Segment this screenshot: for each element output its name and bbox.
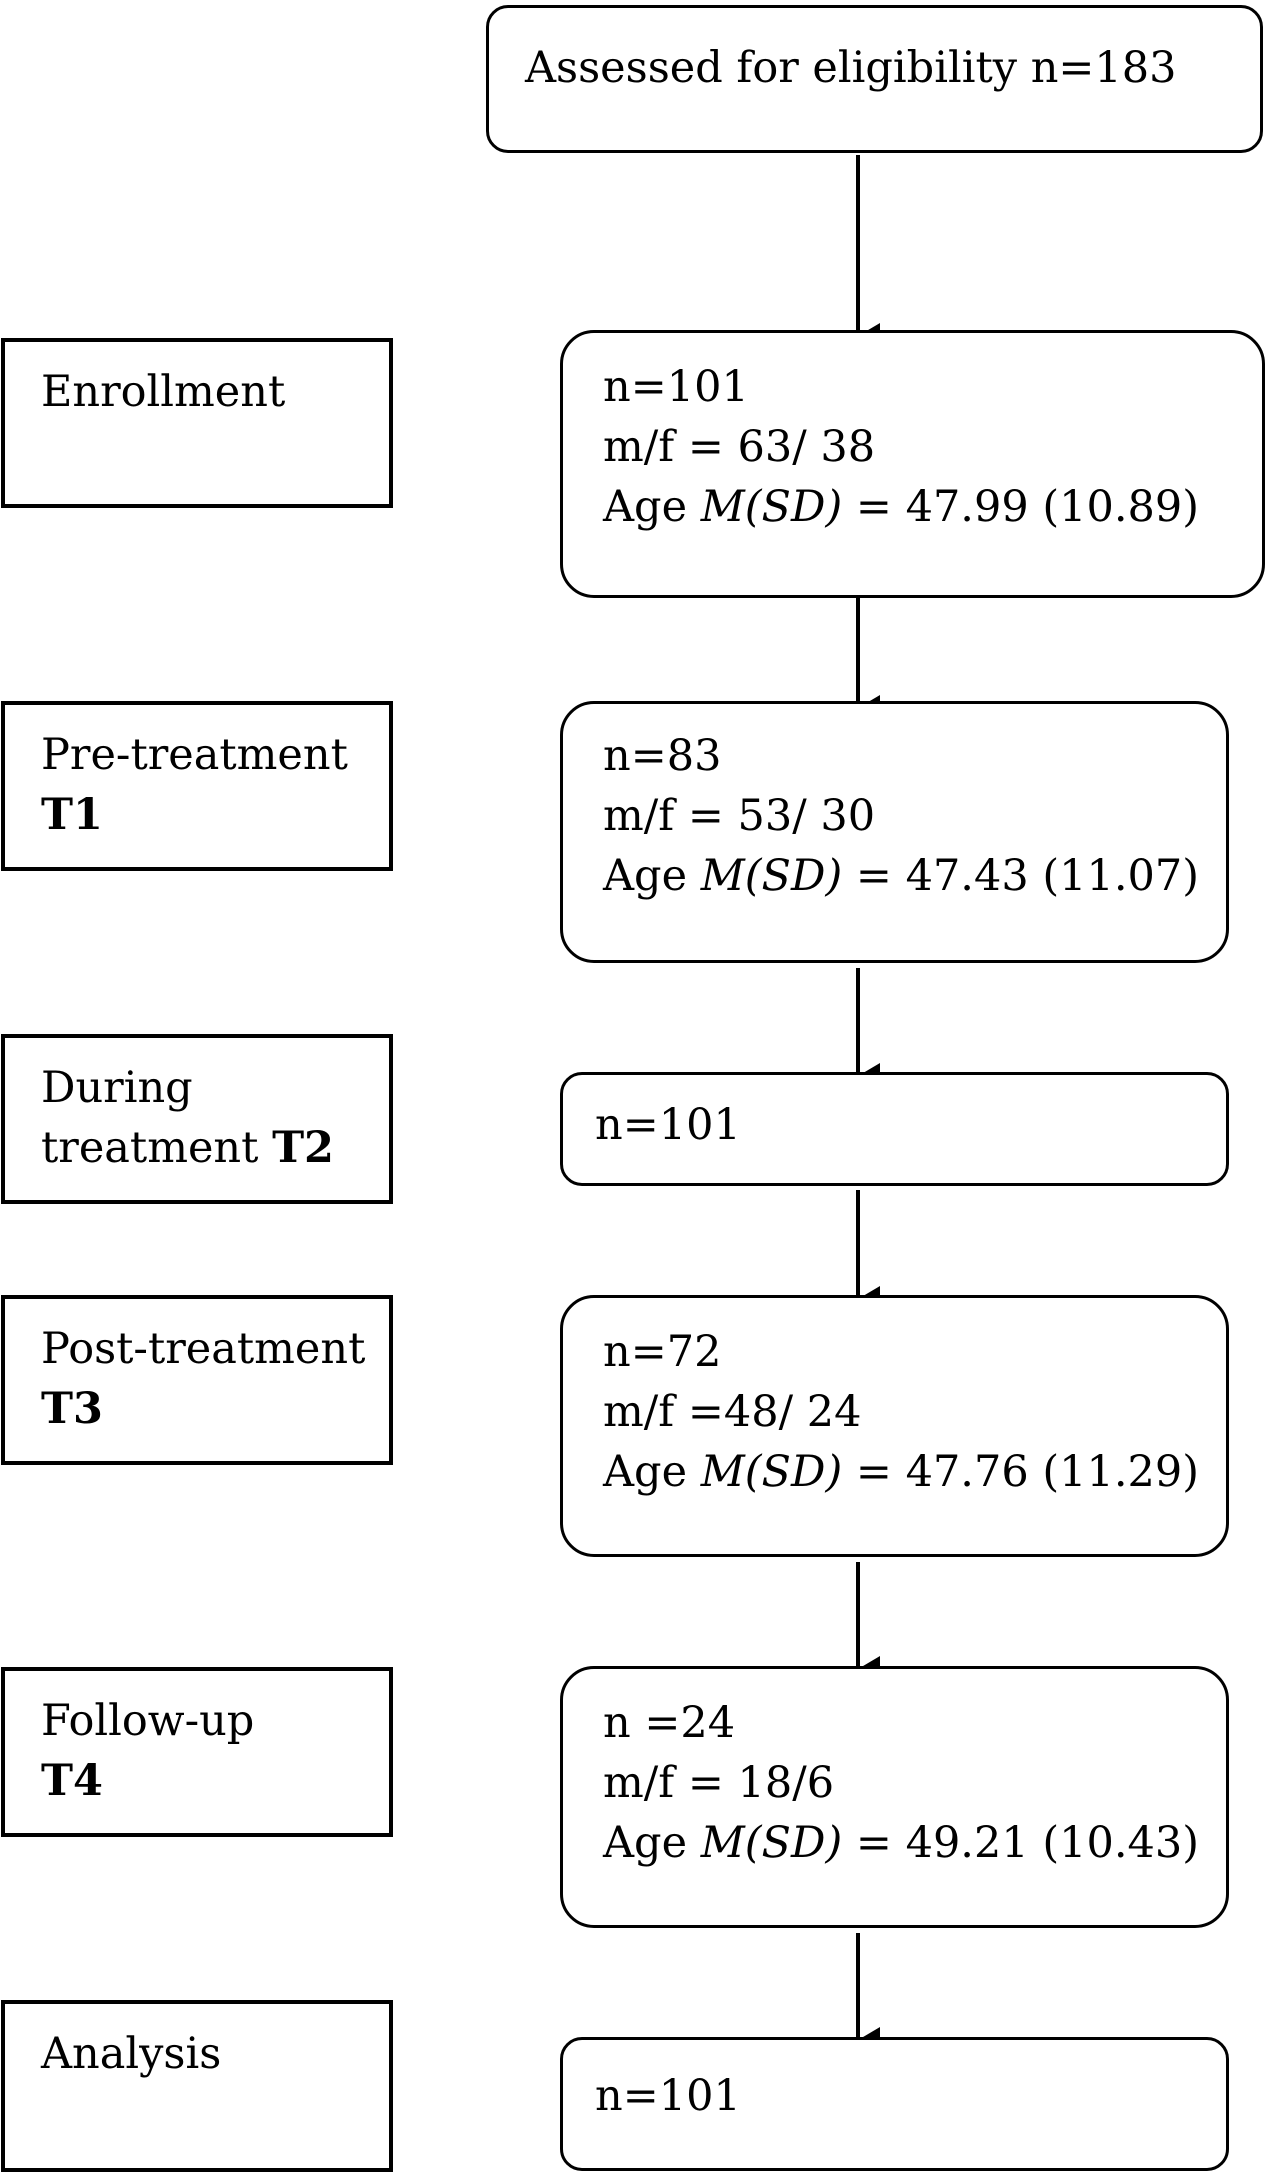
stats-box-analysis: n=101 — [560, 2037, 1229, 2171]
stats-box-t3: n=72 m/f =48/ 24 Age M(SD) = 47.76 (11.2… — [560, 1295, 1229, 1557]
mf-value: m/f =48/ 24 — [603, 1387, 862, 1437]
mf-value: m/f = 18/6 — [603, 1758, 835, 1808]
stage-label-t3: Post-treatment — [41, 1324, 366, 1374]
age-prefix: Age — [603, 1818, 701, 1868]
stage-box-t4: Follow-up T4 — [1, 1667, 393, 1837]
stage-code-t3: T3 — [41, 1384, 103, 1434]
stage-box-t3: Post-treatment T3 — [1, 1295, 393, 1465]
stage-label-t2: During — [41, 1063, 193, 1113]
eligibility-text: Assessed for eligibility n=183 — [525, 43, 1177, 93]
age-stat: M(SD) — [700, 851, 843, 901]
mf-value: m/f = 63/ 38 — [603, 422, 876, 472]
stage-label-t2-line2: treatment T2 — [41, 1118, 334, 1178]
stage-label-enrollment: Enrollment — [41, 367, 286, 417]
n-value: n=101 — [595, 2071, 741, 2121]
age-prefix: Age — [603, 1447, 701, 1497]
stage-box-enrollment: Enrollment — [1, 338, 393, 508]
age-value: Age M(SD) = 47.99 (10.89) — [603, 477, 1199, 537]
stage-code-t1: T1 — [41, 790, 103, 840]
stats-box-enrollment: n=101 m/f = 63/ 38 Age M(SD) = 47.99 (10… — [560, 330, 1265, 598]
stage-code-t4: T4 — [41, 1756, 103, 1806]
n-value: n=101 — [603, 362, 749, 412]
stage-box-t1: Pre-treatment T1 — [1, 701, 393, 871]
stage-label-t4: Follow-up — [41, 1696, 255, 1746]
age-value: Age M(SD) = 47.43 (11.07) — [603, 846, 1199, 906]
stage-prefix-t2: treatment — [41, 1123, 273, 1173]
age-value: Age M(SD) = 47.76 (11.29) — [603, 1442, 1199, 1502]
age-stat: M(SD) — [700, 1818, 843, 1868]
age-number: = 47.43 (11.07) — [842, 851, 1200, 901]
age-number: = 47.76 (11.29) — [842, 1447, 1200, 1497]
age-number: = 47.99 (10.89) — [842, 482, 1200, 532]
stage-box-t2: During treatment T2 — [1, 1034, 393, 1204]
age-number: = 49.21 (10.43) — [842, 1818, 1200, 1868]
stage-box-analysis: Analysis — [1, 2000, 393, 2172]
stage-label-t4-line2: T4 — [41, 1751, 103, 1811]
n-value: n =24 — [603, 1698, 736, 1748]
age-value: Age M(SD) = 49.21 (10.43) — [603, 1813, 1199, 1873]
stats-box-t2: n=101 — [560, 1072, 1229, 1186]
stats-box-t1: n=83 m/f = 53/ 30 Age M(SD) = 47.43 (11.… — [560, 701, 1229, 963]
stats-box-t4: n =24 m/f = 18/6 Age M(SD) = 49.21 (10.4… — [560, 1666, 1229, 1928]
eligibility-box: Assessed for eligibility n=183 — [486, 5, 1263, 153]
stage-code-t2: T2 — [272, 1123, 334, 1173]
n-value: n=72 — [603, 1327, 722, 1377]
n-value: n=101 — [595, 1100, 741, 1150]
n-value: n=83 — [603, 731, 722, 781]
mf-value: m/f = 53/ 30 — [603, 791, 876, 841]
age-stat: M(SD) — [700, 1447, 843, 1497]
age-stat: M(SD) — [700, 482, 843, 532]
stage-label-t1: Pre-treatment — [41, 730, 348, 780]
age-prefix: Age — [603, 482, 701, 532]
age-prefix: Age — [603, 851, 701, 901]
stage-label-analysis: Analysis — [41, 2029, 222, 2079]
